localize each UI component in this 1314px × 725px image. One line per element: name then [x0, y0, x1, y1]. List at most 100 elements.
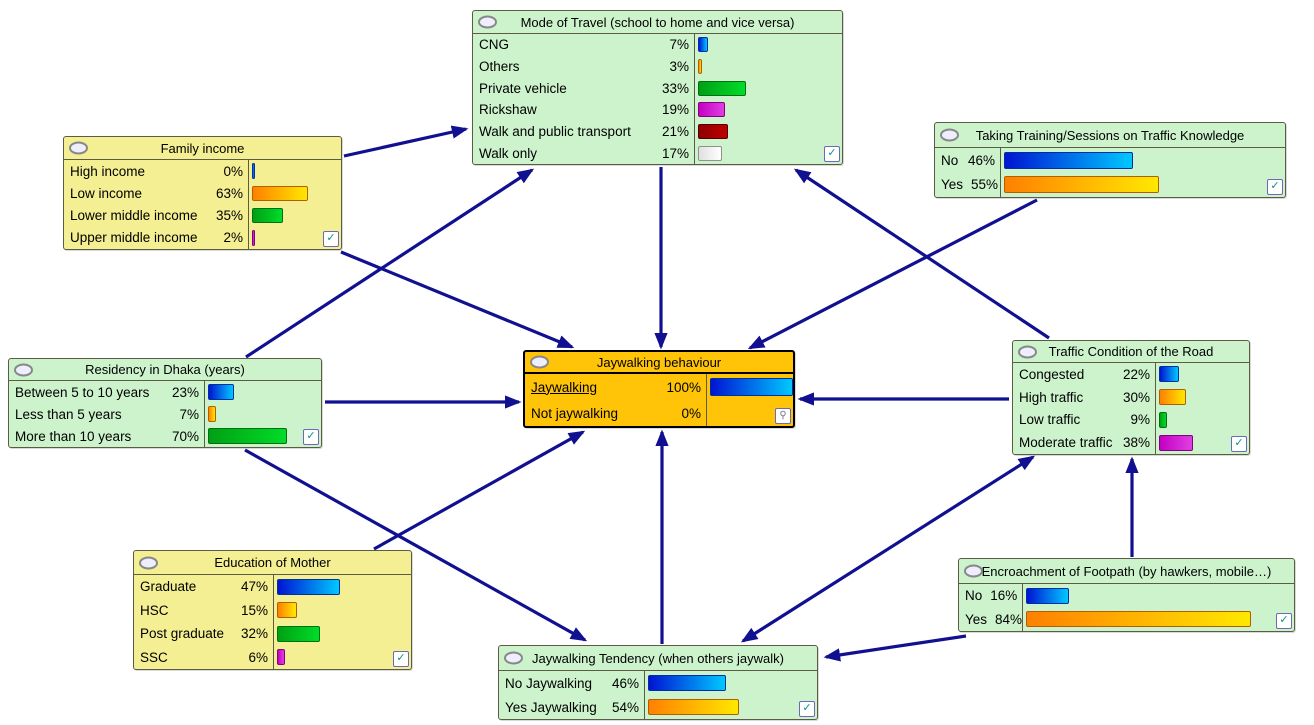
node-header-jaywalking[interactable]: Jaywalking behaviour — [525, 352, 793, 374]
edge-training-to-jaywalking — [747, 198, 1038, 350]
state-row[interactable]: Walk and public transport 21% — [473, 121, 694, 143]
belief-bar-magenta — [698, 102, 726, 118]
state-label: Yes — [965, 611, 988, 627]
node-checkbox-icon[interactable]: ✓ — [799, 701, 815, 717]
state-percent: 33% — [661, 80, 689, 96]
node-header-residency[interactable]: Residency in Dhaka (years) — [9, 359, 321, 381]
belief-bar-orange — [1026, 611, 1252, 628]
node-title-encroachment: Encroachment of Footpath (by hawkers, mo… — [981, 563, 1272, 579]
belief-bar-blue — [1026, 587, 1069, 604]
state-percent: 38% — [1122, 435, 1150, 451]
pin-glyph: ⚲ — [779, 410, 787, 421]
node-header-family_income[interactable]: Family income — [64, 137, 341, 160]
belief-bar-row — [1159, 386, 1249, 409]
node-oval-icon — [964, 564, 983, 578]
bars-column-residency — [205, 381, 321, 447]
state-percent: 63% — [215, 185, 243, 201]
belief-bar-row — [252, 227, 341, 249]
belief-bar-row — [648, 695, 817, 719]
node-oval-icon — [940, 128, 959, 142]
node-residency[interactable]: Residency in Dhaka (years)Between 5 to 1… — [8, 358, 322, 448]
bars-column-training — [1001, 148, 1285, 197]
node-tendency[interactable]: Jaywalking Tendency (when others jaywalk… — [498, 645, 818, 720]
node-checkbox-icon[interactable]: ✓ — [1276, 613, 1292, 629]
state-percent: 21% — [661, 124, 689, 140]
state-label: Walk and public transport — [479, 124, 631, 140]
belief-bar-silver — [698, 145, 723, 161]
belief-bar-row — [648, 671, 817, 695]
belief-bar-row — [277, 575, 411, 599]
edge-residency-to-mode_travel — [245, 168, 535, 359]
state-label: Post graduate — [140, 626, 225, 642]
node-checkbox-icon[interactable]: ✓ — [393, 651, 409, 667]
node-mode_travel[interactable]: Mode of Travel (school to home and vice … — [472, 10, 843, 165]
node-checkbox-icon[interactable]: ✓ — [1267, 179, 1283, 195]
node-header-education_mother[interactable]: Education of Mother — [134, 551, 411, 575]
belief-bar-row — [252, 182, 341, 204]
node-header-traffic[interactable]: Traffic Condition of the Road — [1013, 341, 1249, 363]
node-training[interactable]: Taking Training/Sessions on Traffic Know… — [934, 122, 1286, 198]
node-checkbox-icon[interactable]: ✓ — [824, 146, 840, 162]
state-label: CNG — [479, 37, 509, 53]
node-header-encroachment[interactable]: Encroachment of Footpath (by hawkers, mo… — [959, 559, 1294, 584]
belief-bar-orange — [648, 698, 740, 716]
node-title-jaywalking: Jaywalking behaviour — [596, 354, 722, 370]
node-checkbox-icon[interactable]: ✓ — [1231, 436, 1247, 452]
state-label: Walk only — [479, 145, 538, 161]
node-checkbox-icon[interactable]: ✓ — [323, 231, 339, 247]
state-percent: 54% — [611, 699, 639, 715]
node-encroachment[interactable]: Encroachment of Footpath (by hawkers, mo… — [958, 558, 1295, 632]
node-oval-icon — [139, 556, 158, 569]
belief-bar-orange — [698, 58, 703, 75]
node-checkbox-icon[interactable]: ✓ — [303, 429, 319, 445]
node-header-training[interactable]: Taking Training/Sessions on Traffic Know… — [935, 123, 1285, 148]
node-header-tendency[interactable]: Jaywalking Tendency (when others jaywalk… — [499, 646, 817, 671]
node-header-mode_travel[interactable]: Mode of Travel (school to home and vice … — [473, 11, 842, 34]
belief-bar-row — [698, 142, 842, 164]
node-oval-icon — [1018, 345, 1037, 358]
belief-bar-row — [277, 646, 411, 670]
belief-bar-blue — [1159, 366, 1179, 383]
edge-education_mother-to-jaywalking — [373, 430, 586, 551]
belief-bar-row — [252, 160, 341, 182]
